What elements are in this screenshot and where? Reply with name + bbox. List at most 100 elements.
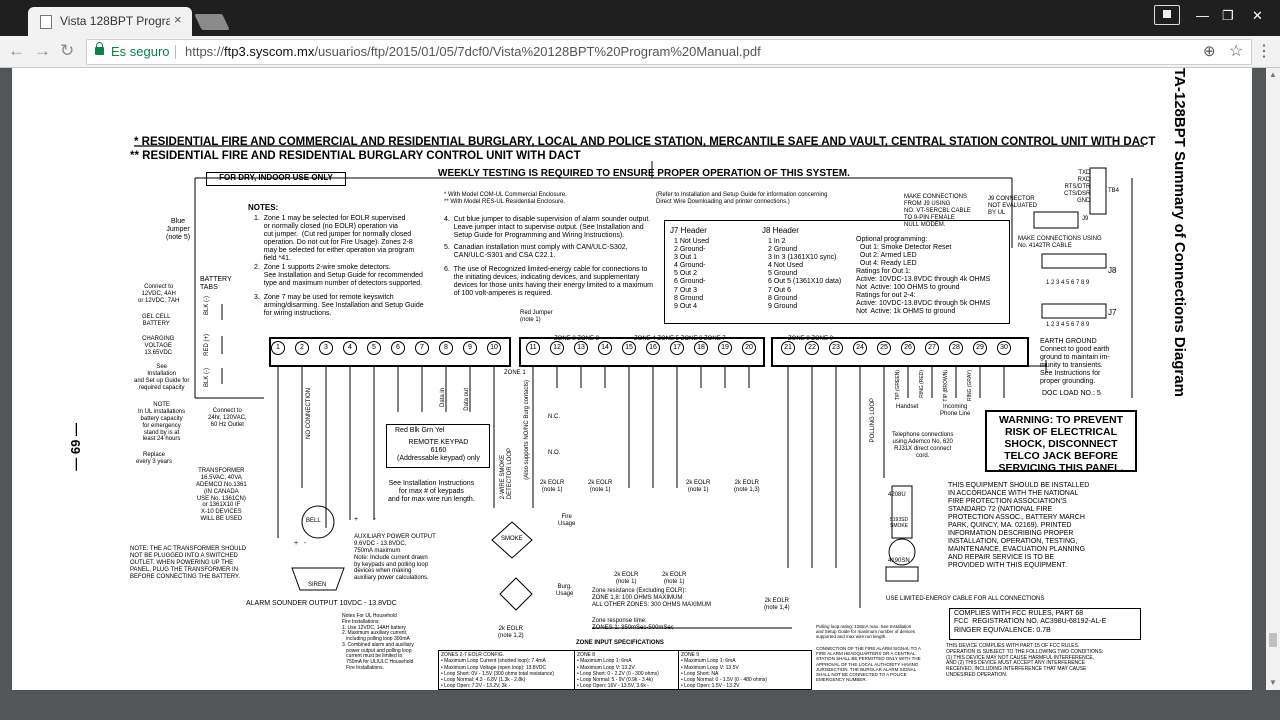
note-6: 6. The use of Recognized limited-energy …: [444, 266, 653, 298]
battery-capacity-note: See Installation and Set up Guide for re…: [134, 364, 190, 391]
battery-blk-neg-label-2: BLK (-): [204, 368, 210, 388]
url-text[interactable]: https://ftp3.syscom.mx/usuarios/ftp/2015…: [185, 44, 761, 59]
terminal-10: 10: [487, 341, 501, 355]
data-out-label: Data out: [464, 388, 470, 411]
profile-icon[interactable]: [1154, 5, 1180, 25]
terminal-14: 14: [598, 341, 612, 355]
j8-header-title: J8 Header: [762, 226, 799, 235]
terminal-15: 15: [622, 341, 636, 355]
gel-cell-label: GEL CELL BATTERY: [142, 314, 171, 327]
remote-keypad-label: REMOTE KEYPAD 6160 (Addressable keypad) …: [397, 439, 480, 463]
bookmark-star-icon[interactable]: ☆: [1229, 43, 1244, 60]
scroll-down-icon[interactable]: ▼: [1269, 678, 1277, 687]
zone-5-eolr-label: 2k EOLR (note 1): [662, 572, 687, 585]
zone-6-eolr-label: 2k EOLR (note 1): [686, 480, 711, 493]
terminal-20: 20: [742, 341, 756, 355]
j7-label: J7: [1108, 308, 1117, 317]
j7-item: 2 Ground-: [674, 246, 706, 254]
zone-2-eolr-label: 2k EOLR (note 1): [540, 480, 565, 493]
j7-item: 4 Ground-: [674, 262, 706, 270]
url-path: /usuarios/ftp/2015/01/05/7dcf0/Vista%201…: [314, 44, 761, 59]
battery-replace-note: Replace every 3 years: [136, 452, 173, 465]
limited-energy-note: USE LIMITED-ENERGY CABLE FOR ALL CONNECT…: [886, 596, 1045, 602]
notes-title: NOTES:: [248, 203, 279, 212]
maximize-icon[interactable]: ❐: [1222, 8, 1234, 23]
j8-item: 4 Not Used: [768, 262, 804, 270]
pdf-page: TA-128BPT Summary of Connections Diagram…: [12, 68, 1252, 690]
secure-label[interactable]: Es seguro: [111, 44, 170, 59]
j9-connections-note: MAKE CONNECTIONS FROM J9 USING NO. VT-SE…: [904, 194, 971, 228]
fire-usage-label: Fire Usage: [558, 514, 576, 527]
back-arrow-icon[interactable]: ←: [8, 41, 25, 60]
battery-connect-label: Connect to 12VDC, 4AH or 12VDC, 7AH: [138, 284, 180, 304]
ac-connect-label: Connect to 24hr, 120VAC, 60 Hz Outlet: [208, 408, 247, 428]
refer-note: (Refer to Installation and Setup Guide f…: [656, 192, 828, 205]
terminal-8: 8: [439, 341, 453, 355]
battery-red-pos-label: RED (+): [204, 334, 210, 356]
tb4-label: TB4: [1108, 188, 1120, 194]
scroll-up-icon[interactable]: ▲: [1269, 70, 1277, 79]
address-bar[interactable]: Es seguro https://ftp3.syscom.mx/usuario…: [86, 39, 1252, 65]
minimize-icon[interactable]: —: [1196, 8, 1209, 23]
telephone-connections-note: Telephone connections using Ademco No. 6…: [892, 432, 954, 459]
scroll-thumb[interactable]: [1269, 633, 1277, 647]
new-tab-button[interactable]: [194, 14, 230, 30]
note-3: 3. Zone 7 may be used for remote keyswit…: [254, 294, 424, 318]
j8-label: J8: [1108, 266, 1117, 275]
pdf-viewer[interactable]: TA-128BPT Summary of Connections Diagram…: [0, 68, 1280, 720]
vertical-scrollbar[interactable]: ▲ ▼: [1266, 68, 1280, 690]
zone-7-eolr-label: 2k EOLR (note 1,3): [734, 480, 760, 493]
nfpa-note: THIS EQUIPMENT SHOULD BE INSTALLED IN AC…: [948, 482, 1090, 570]
header-line-1: * RESIDENTIAL FIRE AND COMMERCIAL AND RE…: [134, 136, 1156, 148]
url-scheme: https://: [185, 44, 225, 59]
wiring-diagram-lines: [134, 145, 1144, 629]
lock-icon[interactable]: [95, 42, 104, 55]
terminal-30: 30: [997, 341, 1011, 355]
forward-arrow-icon[interactable]: →: [34, 41, 51, 60]
zoom-icon[interactable]: ⊕: [1203, 43, 1216, 60]
header-line-2: ** RESIDENTIAL FIRE AND RESIDENTIAL BURG…: [130, 150, 581, 162]
terminal-29: 29: [973, 341, 987, 355]
spec-column: ZONES 2-7 EOLR CONFIG. • Maximum Loop Cu…: [439, 651, 575, 690]
earth-ground-note: EARTH GROUND Connect to good earth groun…: [1040, 338, 1110, 386]
bell-polarity: + -: [294, 540, 307, 547]
browser-toolbar: ← → ↻ Es seguro https://ftp3.syscom.mx/u…: [0, 36, 1280, 68]
note-1: 1. Zone 1 may be selected for EOLR super…: [254, 215, 415, 263]
model-notes: * With Model COM-UL Commercial Enclosure…: [444, 192, 567, 205]
zone-resistance-note: Zone resistance (Excluding EOLR): ZONE 1…: [592, 588, 712, 608]
tab-strip: Vista 128BPT Program M × — ❐ ✕: [0, 0, 1280, 36]
terminal-12: 12: [550, 341, 564, 355]
zone-1-note: (Also supports NO/NC Burg contacts): [524, 380, 530, 480]
terminal-23: 23: [829, 341, 843, 355]
device-4190sn: 4190SN: [888, 558, 910, 564]
close-window-icon[interactable]: ✕: [1252, 8, 1263, 23]
zones-4-7-label: ZONE 4 ZONE 5 ZONE 6 ZONE 7: [634, 336, 726, 342]
browser-menu-icon[interactable]: ⋮: [1256, 43, 1272, 60]
tab-active[interactable]: Vista 128BPT Program M ×: [28, 7, 192, 36]
pdf-document-icon: [40, 15, 52, 29]
zone-4-eolr-label: 2k EOLR (note 1): [614, 572, 639, 585]
terminal-26: 26: [901, 341, 915, 355]
serial-pin-labels: TXD RXD RTS/DTR CTS/DSR GND: [1064, 170, 1091, 204]
dry-indoor-label: FOR DRY, INDOOR USE ONLY: [219, 173, 333, 182]
j8-item: 1 In 2: [768, 238, 786, 245]
incoming-phone-label: Incoming Phone Line: [940, 404, 971, 417]
no-connection-label: NO CONNECTION: [306, 388, 312, 439]
ring-gray-label: RING (GRAY): [967, 370, 973, 402]
j8-item: 2 Ground: [768, 246, 798, 254]
j8-item: 9 Ground: [768, 302, 798, 310]
terminal-16: 16: [646, 341, 660, 355]
device-5193sd: 5193SD SMOKE: [890, 517, 909, 529]
terminal-6: 6: [391, 341, 405, 355]
fcc-part68-box: COMPLIES WITH FCC RULES, PART 68 FCC REG…: [949, 608, 1141, 640]
reload-icon[interactable]: ↻: [60, 41, 75, 60]
dry-indoor-box: FOR DRY, INDOOR USE ONLY: [206, 172, 346, 186]
terminal-28: 28: [949, 341, 963, 355]
central-station-note: CONNECTION OF THE FIRE ALARM SIGNAL TO A…: [816, 646, 921, 683]
tab-close-icon[interactable]: ×: [174, 12, 182, 27]
terminal-11: 11: [526, 341, 540, 355]
terminal-13: 13: [574, 341, 588, 355]
polling-loop-label: POLLING LOOP: [870, 398, 876, 443]
j8-connections-note: MAKE CONNECTIONS USING No. 4142TR CABLE: [1018, 236, 1102, 249]
terminal-2: 2: [295, 341, 309, 355]
